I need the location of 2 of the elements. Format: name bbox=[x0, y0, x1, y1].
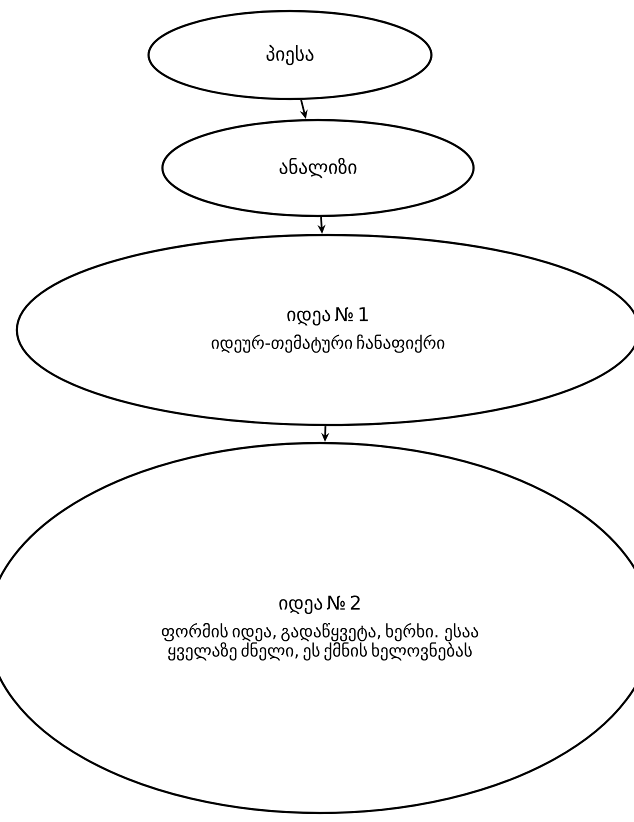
ellipse-node: პიესა bbox=[147, 10, 433, 100]
ellipse-node: ანალიზი bbox=[161, 118, 475, 218]
